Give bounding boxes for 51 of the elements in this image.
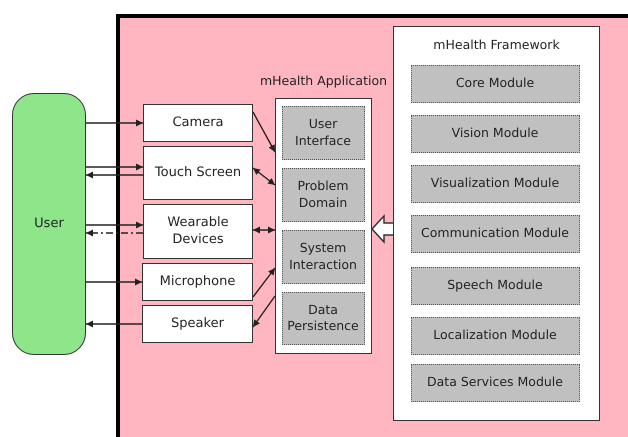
device-box	[143, 104, 253, 142]
arrow	[252, 296, 276, 328]
module-box	[282, 168, 364, 222]
module-box	[282, 230, 364, 284]
module-box	[410, 316, 580, 354]
block-arrow	[370, 214, 394, 244]
node-label: Communication Module	[421, 225, 569, 242]
node-label: Visualization Module	[430, 175, 560, 192]
node-label: Core Module	[456, 75, 534, 92]
device-box	[143, 204, 253, 259]
container-heading: mHealth Framework	[433, 37, 560, 52]
device-box	[142, 305, 253, 343]
module-box	[410, 214, 580, 252]
node-label: Camera	[172, 114, 224, 132]
system-background	[116, 14, 628, 437]
node-label: Vision Module	[452, 125, 538, 142]
device-box	[143, 146, 253, 200]
module-box	[282, 292, 364, 344]
module-box	[410, 364, 580, 402]
arrow	[86, 120, 143, 126]
arrow	[86, 164, 143, 170]
node-label: User Interface	[294, 116, 352, 149]
arrow	[86, 230, 143, 236]
node-label: Touch Screen	[154, 164, 242, 182]
module-box	[410, 114, 580, 152]
container-box	[393, 26, 600, 421]
container-heading: mHealth Application	[260, 73, 388, 88]
arrow	[252, 268, 276, 298]
arrow	[252, 167, 276, 186]
node-label: Problem Domain	[296, 178, 350, 211]
node-label: Data Persistence	[286, 302, 360, 334]
node-label: Wearable Devices	[166, 214, 230, 248]
arrow	[253, 226, 275, 234]
arrow	[86, 278, 142, 286]
node-label: Microphone	[160, 274, 236, 290]
actor-box	[12, 93, 86, 355]
module-box	[410, 164, 580, 202]
arrow	[86, 222, 143, 228]
node-label: User	[34, 216, 64, 232]
node-label: Data Services Module	[427, 374, 563, 391]
node-label: Speaker	[171, 316, 224, 332]
module-box	[410, 266, 580, 304]
device-box	[142, 263, 253, 301]
arrow	[252, 112, 276, 152]
arrow	[86, 320, 142, 328]
module-box	[282, 106, 364, 160]
node-label: System Interaction	[288, 240, 358, 273]
node-label: Localization Module	[433, 327, 557, 344]
module-box	[410, 64, 580, 102]
node-label: Speech Module	[447, 277, 543, 294]
arrow	[86, 172, 143, 178]
